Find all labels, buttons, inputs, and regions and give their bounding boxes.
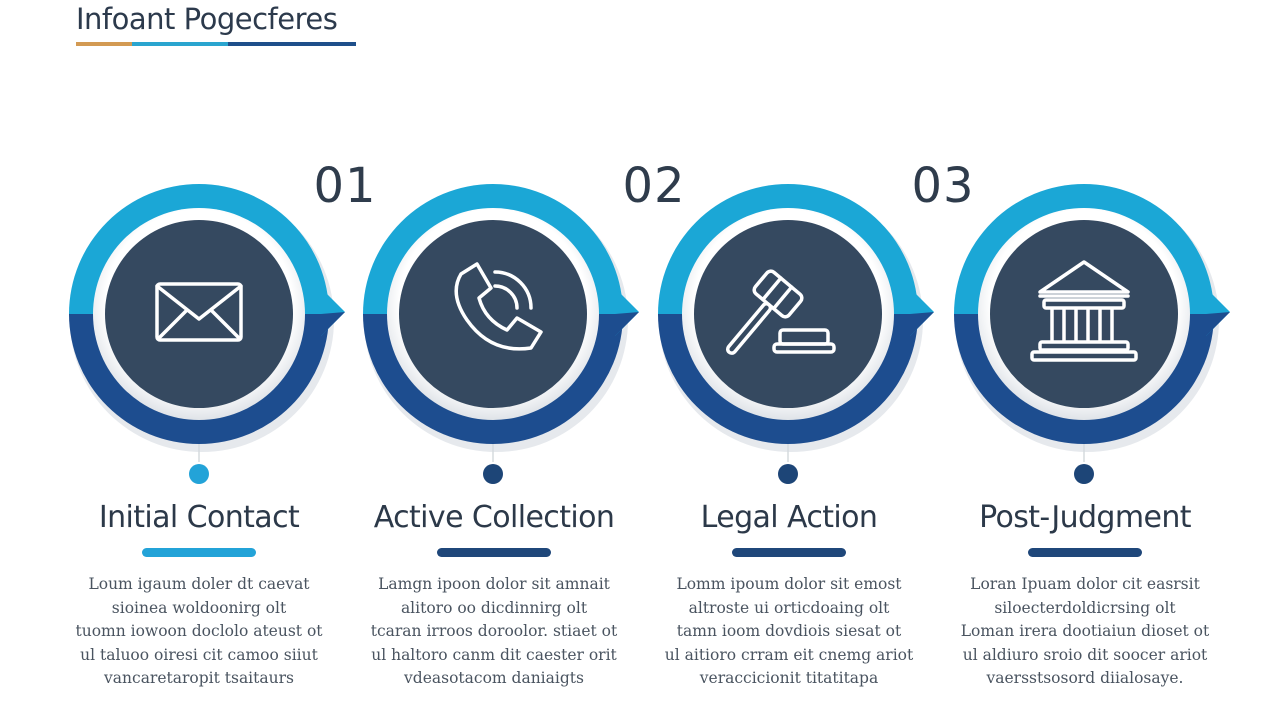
step-post-judgment: Post-Judgment Loran Ipuam dolor cit easr… — [955, 496, 1215, 691]
label-underline-bar — [732, 548, 846, 557]
description-line: ul aldiuro sroio dit soocer ariot — [962, 645, 1208, 664]
step-node — [363, 184, 639, 484]
courthouse-icon — [1030, 260, 1138, 362]
step-number-2: 01 — [313, 158, 377, 214]
description-line: Lomm ipoum dolor sit emost — [676, 575, 902, 593]
step-label: Initial Contact — [98, 500, 300, 535]
step-description: Loran Ipuam dolor cit easrsit siloecterd… — [955, 573, 1215, 691]
description-line: Loum igaum doler dt caevat — [88, 575, 310, 593]
timeline-dot — [778, 464, 798, 484]
phone-icon — [454, 262, 543, 351]
step-number-3: 02 — [622, 158, 686, 214]
step-description: Loum igaum doler dt caevat sioinea woldo… — [69, 573, 329, 691]
step-description: Lomm ipoum dolor sit emost altroste ui o… — [659, 573, 919, 691]
arrow-connector-shade — [1206, 312, 1230, 336]
description-line: tcaran irroos doroolor. stiaet ot — [370, 622, 618, 640]
description-line: Loman irera dootiaiun dioset ot — [960, 622, 1210, 640]
step-initial-contact: Initial Contact Loum igaum doler dt caev… — [69, 496, 329, 691]
page-title: Infoant Pogecferes — [76, 2, 338, 36]
description-line: Lamgn ipoon dolor sit amnait — [378, 575, 610, 593]
node-disc — [990, 220, 1178, 408]
description-line: alitoro oo dicdinnirg olt — [400, 598, 588, 617]
label-underline-bar — [1028, 548, 1142, 557]
step-label: Legal Action — [700, 500, 878, 535]
description-line: vdeasotacom daniaigts — [404, 669, 584, 687]
label-underline-bar — [142, 548, 256, 557]
step-number-4: 03 — [911, 158, 975, 214]
step-description: Lamgn ipoon dolor sit amnait alitoro oo … — [364, 573, 624, 691]
description-line: ul taluoo oiresi cit camoo siiut — [80, 645, 318, 664]
step-node — [69, 184, 345, 484]
node-disc — [399, 220, 587, 408]
description-line: altroste ui orticdoaing olt — [688, 598, 890, 617]
description-line: ul aitioro crram eit cnemg ariot — [664, 645, 914, 664]
title-underline-segment — [228, 42, 356, 46]
title-underline — [76, 42, 356, 46]
arrow-connector-shade — [910, 312, 934, 336]
step-legal-action: Legal Action Lomm ipoum dolor sit emost … — [659, 496, 919, 691]
title-underline-segment — [132, 42, 228, 46]
description-line: tamn ioom dovdiois siesat ot — [676, 622, 902, 640]
timeline-dot — [483, 464, 503, 484]
description-line: Loran Ipuam dolor cit easrsit — [970, 575, 1200, 593]
step-label: Active Collection — [373, 500, 615, 535]
description-line: sioinea woldoonirg olt — [111, 598, 287, 617]
timeline-dot — [1074, 464, 1094, 484]
arrow-connector-shade — [615, 312, 639, 336]
timeline-dot — [189, 464, 209, 484]
title-underline-segment — [76, 42, 132, 46]
step-node — [954, 184, 1230, 484]
step-node — [658, 184, 934, 484]
label-underline-bar — [437, 548, 551, 557]
description-line: tuomn iowoon doclolo ateust ot — [75, 622, 323, 640]
description-line: vaersstsosord diialosaye. — [986, 669, 1184, 687]
description-line: ul haltoro canm dit caester orit — [371, 645, 617, 664]
arrow-connector-shade — [321, 312, 345, 336]
envelope-icon — [155, 282, 243, 342]
description-line: vancaretaropit tsaitaurs — [104, 669, 294, 687]
description-line: siloecterdoldicrsing olt — [994, 598, 1176, 617]
step-label: Post-Judgment — [979, 500, 1191, 535]
description-line: veraccicionit titatitapa — [699, 669, 879, 687]
node-disc — [105, 220, 293, 408]
gavel-icon — [725, 269, 836, 355]
step-active-collection: Active Collection Lamgn ipoon dolor sit … — [364, 496, 624, 691]
